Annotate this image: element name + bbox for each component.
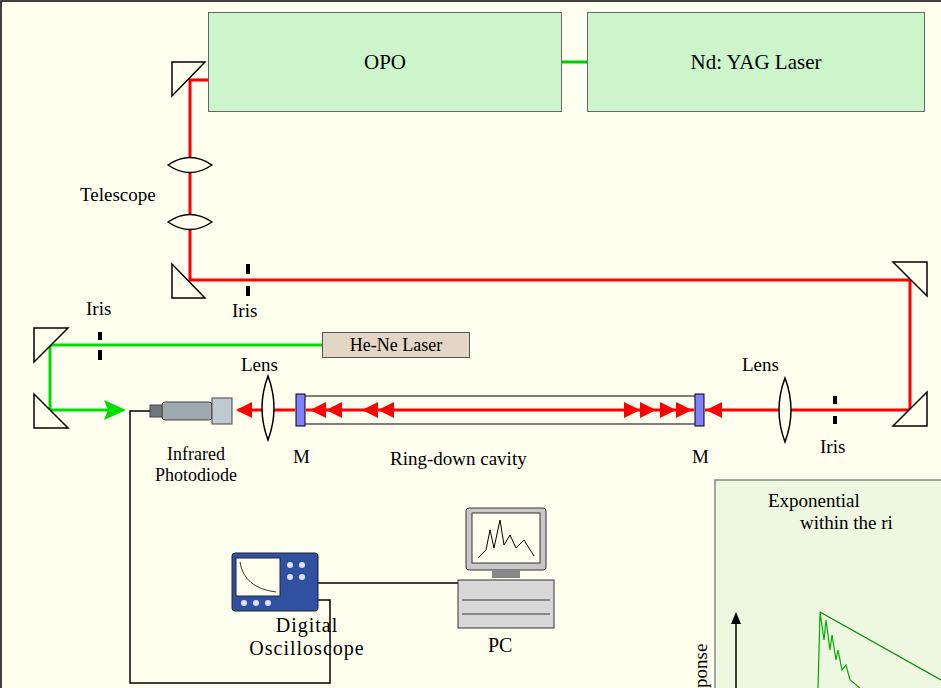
- ring-down-cavity: [296, 394, 704, 426]
- part-label: Infrared Photodiode: [148, 444, 244, 485]
- ir-beam: [190, 80, 910, 410]
- part-label: ponse: [690, 644, 712, 688]
- part-label: Iris: [86, 298, 111, 320]
- irises: [100, 264, 835, 424]
- prisms: [34, 62, 927, 428]
- part-label: within the ri: [800, 512, 893, 534]
- part-label: PC: [488, 634, 512, 657]
- arrowhead: [104, 400, 126, 420]
- part-label: M: [293, 446, 310, 468]
- part-label: Telescope: [80, 184, 156, 206]
- part-label: M: [692, 446, 709, 468]
- part-label: Lens: [742, 354, 779, 376]
- part-label: Iris: [232, 300, 257, 322]
- pc-symbol: [458, 508, 554, 628]
- part-label: Ring-down cavity: [390, 448, 527, 470]
- part-label: Lens: [241, 354, 278, 376]
- laser-box: OPO: [208, 12, 562, 112]
- hene-beam: [50, 345, 322, 410]
- lenses: [168, 158, 791, 443]
- part-label: Exponential: [768, 490, 860, 512]
- box-label: He-Ne Laser: [350, 335, 442, 356]
- part-label: Iris: [820, 436, 845, 458]
- part-label: Digital Oscilloscope: [232, 614, 382, 660]
- pump-beam: [562, 61, 587, 64]
- laser-box: He-Ne Laser: [322, 332, 470, 358]
- photodiode-symbol: [150, 398, 232, 424]
- box-label: Nd: YAG Laser: [690, 50, 821, 75]
- arrowhead: [706, 402, 722, 418]
- arrowhead: [236, 402, 252, 418]
- ringdown-inset: [715, 480, 941, 688]
- box-label: OPO: [364, 50, 406, 75]
- oscilloscope-symbol: [232, 553, 318, 611]
- laser-box: Nd: YAG Laser: [587, 12, 925, 112]
